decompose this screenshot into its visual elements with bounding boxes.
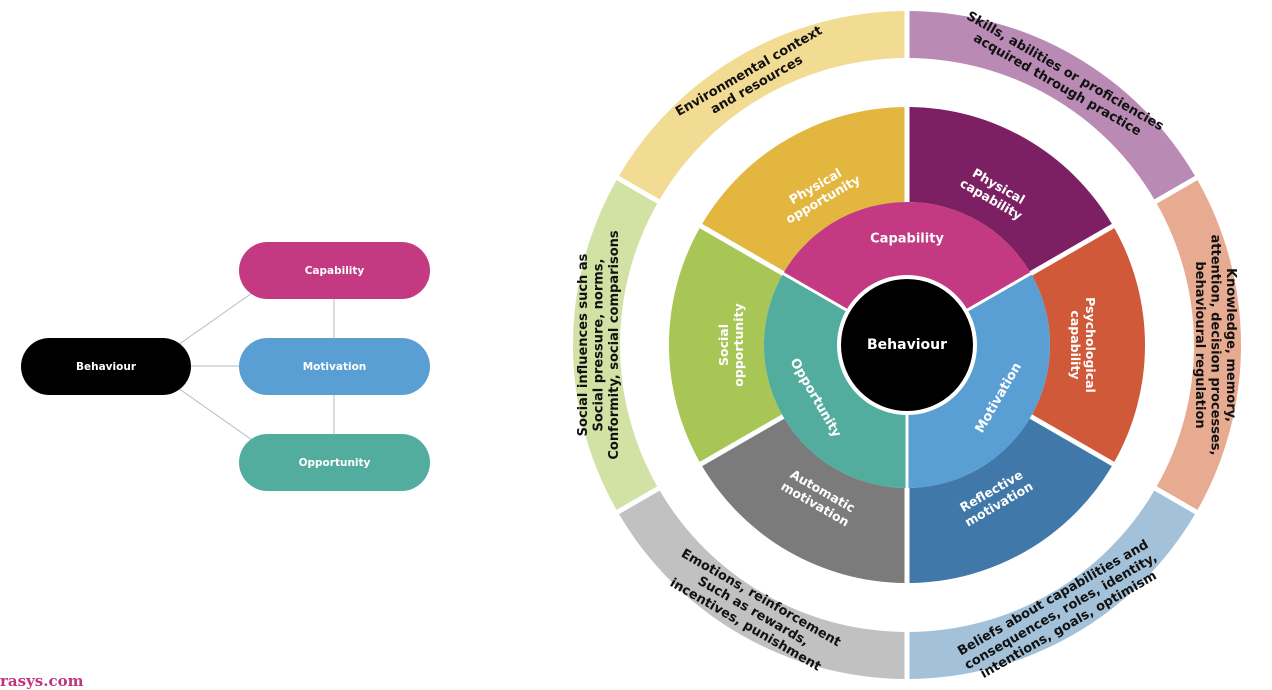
middle-segment-automatic-motivation: [702, 418, 905, 583]
outer-segment-social-opportunity: [573, 180, 658, 510]
middle-text-psychological-capability: Psychological: [1083, 297, 1098, 393]
com-b-simple-diagram: Behaviour Capability Motivation Opportun…: [0, 0, 470, 686]
behaviour-label: Behaviour: [76, 360, 136, 373]
behaviour-center-circle: [841, 279, 973, 411]
opportunity-label: Opportunity: [298, 456, 371, 469]
capability-node: Capability: [239, 242, 430, 299]
inner-segment-motivation: [908, 274, 1050, 488]
middle-text-social-opportunity: Social: [716, 324, 731, 366]
outer-segment-psychological-capability: [1156, 180, 1242, 510]
motivation-label: Motivation: [302, 360, 367, 373]
capability-label: Capability: [304, 264, 365, 277]
middle-segment-physical-capability: [909, 107, 1112, 272]
outer-text-social-opportunity: Social influences such as: [576, 253, 591, 436]
outer-text-reflective-motivation: consequences, roles, identity,: [962, 550, 1160, 673]
outer-text-psychological-capability: behavioural regulation: [1192, 261, 1207, 428]
connector-lines: [177, 292, 335, 441]
behaviour-center-label: Behaviour: [867, 337, 947, 353]
inner-text-capability: Capability: [870, 232, 944, 247]
outer-segment-automatic-motivation: [619, 490, 905, 679]
inner-segment-capability: [783, 201, 1031, 309]
outer-text-social-opportunity: Conformity, social comparisons: [607, 230, 622, 460]
middle-segment-physical-opportunity: [702, 107, 905, 272]
outer-text-psychological-capability: Knowledge, memory,: [1223, 268, 1238, 422]
inner-segment-opportunity: [764, 274, 906, 488]
opportunity-node: Opportunity: [239, 434, 430, 491]
motivation-node: Motivation: [239, 338, 430, 395]
outer-text-psychological-capability-group: Knowledge, memory,attention, decision pr…: [1192, 235, 1238, 456]
middle-segment-reflective-motivation: [909, 418, 1112, 583]
behaviour-node: Behaviour: [21, 338, 191, 395]
watermark-text: rasys.com: [0, 672, 84, 690]
middle-text-psychological-capability: capability: [1068, 310, 1083, 379]
outer-segment-physical-capability: [909, 11, 1195, 200]
middle-text-social-opportunity: opportunity: [731, 303, 746, 386]
outer-text-psychological-capability: attention, decision processes,: [1208, 235, 1223, 456]
middle-segment-social-opportunity: [668, 228, 782, 462]
outer-segment-reflective-motivation: [909, 490, 1195, 679]
middle-segment-psychological-capability: [1032, 228, 1146, 462]
outer-text-social-opportunity: Social pressure, norms,: [592, 259, 607, 432]
outer-text-physical-capability: Skills, abilities or proficiencies: [964, 9, 1166, 135]
outer-segment-physical-opportunity: [619, 11, 905, 200]
